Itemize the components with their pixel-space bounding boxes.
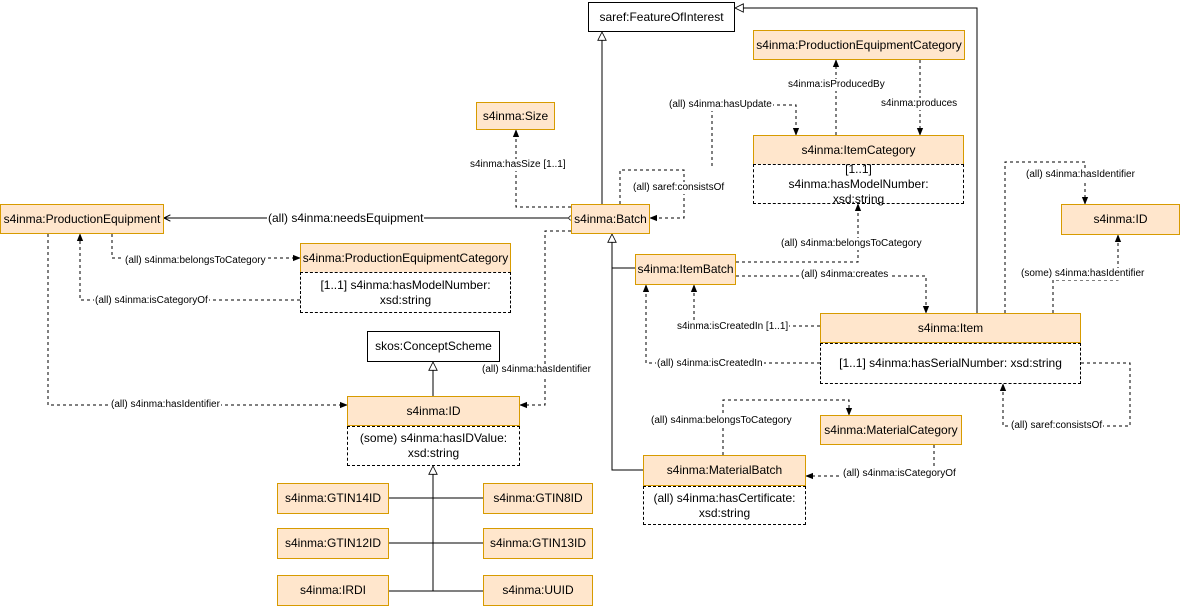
edge-label-needs-equipment: (all) s4inma:needsEquipment xyxy=(267,211,425,225)
edge-label-has-identifier-item-top: (all) s4inma:hasIdentifier xyxy=(1025,169,1136,181)
concept-scheme-class[interactable]: skos:ConceptScheme xyxy=(367,331,500,362)
edge-label-has-update: (all) s4inma:hasUpdate xyxy=(668,99,773,111)
edge-is-category-of-equipment xyxy=(76,233,300,301)
production-equipment-category-attribute[interactable]: [1..1] s4inma:hasModelNumber: xsd:string xyxy=(300,272,511,313)
edge-has-identifier-item-some xyxy=(1052,234,1122,313)
material-category-class[interactable]: s4inma:MaterialCategory xyxy=(820,415,962,445)
edge-label-is-created-in-one: s4inma:isCreatedIn [1..1] xyxy=(676,321,790,333)
id-class-right[interactable]: s4inma:ID xyxy=(1061,204,1180,235)
gtin13-class[interactable]: s4inma:GTIN13ID xyxy=(483,528,593,559)
edge-belongs-to-category-equipment xyxy=(111,234,301,262)
edge-label-has-identifier-batch: (all) s4inma:hasIdentifier xyxy=(481,364,592,376)
id-class-center[interactable]: s4inma:ID xyxy=(347,396,520,426)
gtin14-class[interactable]: s4inma:GTIN14ID xyxy=(277,483,389,514)
edge-has-identifier-item-top xyxy=(1004,161,1089,313)
edge-belongs-to-category-item xyxy=(736,203,862,263)
item-batch-class[interactable]: s4inma:ItemBatch xyxy=(635,254,736,285)
edge-consists-of-batch xyxy=(619,169,685,222)
id-center-attribute[interactable]: (some) s4inma:hasIDValue: xsd:string xyxy=(347,426,520,466)
edge-belongs-to-category-material xyxy=(722,399,853,455)
edge-label-is-category-of-equipment: (all) s4inma:isCategoryOf xyxy=(94,295,209,307)
edge-has-identifier-equipment xyxy=(47,234,348,409)
edge-label-belongs-to-category-equipment: (all) s4inma:belongsToCategory xyxy=(124,255,267,267)
item-category-class[interactable]: s4inma:ItemCategory xyxy=(753,135,964,165)
item-category-attribute[interactable]: [1..1] s4inma:hasModelNumber: xsd:string xyxy=(753,162,964,206)
edge-label-is-category-of-material: (all) s4inma:isCategoryOf xyxy=(842,468,957,480)
edge-has-size xyxy=(512,129,571,208)
batch-class[interactable]: s4inma:Batch xyxy=(571,204,650,234)
edge-label-is-created-in-all: (all) s4inma:isCreatedIn xyxy=(656,358,764,370)
edge-is-created-in-one xyxy=(690,284,820,327)
edge-has-identifier-batch xyxy=(519,230,571,409)
material-batch-class[interactable]: s4inma:MaterialBatch xyxy=(643,455,806,486)
edge-label-has-identifier-equipment: (all) s4inma:hasIdentifier xyxy=(110,399,221,411)
production-equipment-category-class-secondary[interactable]: s4inma:ProductionEquipmentCategory xyxy=(300,243,511,273)
production-equipment-class[interactable]: s4inma:ProductionEquipment xyxy=(0,204,164,234)
edge-label-belongs-to-category-item: (all) s4inma:belongsToCategory xyxy=(780,238,923,250)
edge-label-has-size: s4inma:hasSize [1..1] xyxy=(469,159,567,171)
edge-item-subclass-foi xyxy=(735,8,978,313)
edge-label-produces: s4inma:produces xyxy=(880,98,959,110)
material-batch-attribute[interactable]: (all) s4inma:hasCertificate: xsd:string xyxy=(643,486,806,525)
feature-of-interest-class[interactable]: saref:FeatureOfInterest xyxy=(588,2,735,32)
uuid-class[interactable]: s4inma:UUID xyxy=(483,575,593,606)
edge-label-consists-of-batch: (all) saref:consistsOf xyxy=(632,182,726,194)
irdi-class[interactable]: s4inma:IRDI xyxy=(277,575,389,606)
item-attribute[interactable]: [1..1] s4inma:hasSerialNumber: xsd:strin… xyxy=(820,343,1081,384)
edge-label-creates: (all) s4inma:creates xyxy=(800,269,890,281)
edge-consists-of-item xyxy=(999,362,1131,427)
edge-label-consists-of-item: (all) saref:consistsOf xyxy=(1010,420,1104,432)
edge-materialbatch-subclass-batch xyxy=(612,234,643,471)
edge-label-belongs-to-category-material: (all) s4inma:belongsToCategory xyxy=(650,415,793,427)
edge-label-is-produced-by: s4inma:isProducedBy xyxy=(787,79,886,91)
size-class[interactable]: s4inma:Size xyxy=(476,102,555,130)
gtin12-class[interactable]: s4inma:GTIN12ID xyxy=(277,528,389,559)
production-equipment-category-class[interactable]: s4inma:ProductionEquipmentCategory xyxy=(753,30,965,60)
gtin8-class[interactable]: s4inma:GTIN8ID xyxy=(483,483,593,514)
item-class[interactable]: s4inma:Item xyxy=(820,313,1081,343)
edge-creates xyxy=(736,275,930,314)
edge-label-has-identifier-item-some: (some) s4inma:hasIdentifier xyxy=(1020,268,1146,280)
edge-is-created-in-all xyxy=(642,284,820,364)
